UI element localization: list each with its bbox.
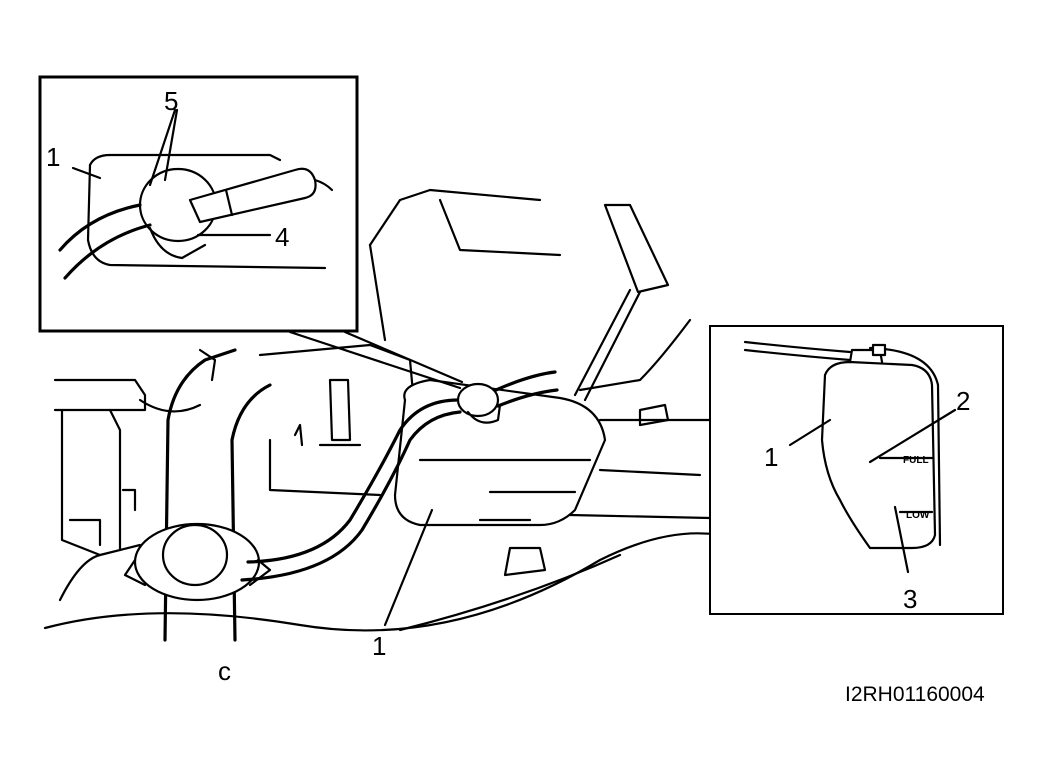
leader-line — [383, 508, 434, 627]
callout-3: 3 — [903, 584, 917, 614]
radiator-cap — [133, 522, 261, 602]
detail-levels-labels: FULL LOW 1 2 3 — [764, 386, 970, 614]
engine-bay-drawing — [43, 188, 742, 642]
main-view-callouts: 1 c — [218, 508, 434, 686]
detail-hose-callouts: 1 4 5 — [46, 86, 289, 252]
callout-1-main: 1 — [372, 631, 386, 661]
callout-1-detail-levels: 1 — [764, 442, 778, 472]
low-mark: LOW — [906, 510, 930, 521]
stray-mark: c — [218, 656, 231, 686]
detail-reservoir-levels — [709, 325, 1004, 615]
reservoir-tank — [393, 378, 607, 527]
detail-hose-connection — [38, 75, 359, 333]
callout-4: 4 — [275, 222, 289, 252]
full-mark: FULL — [903, 455, 929, 466]
callout-2: 2 — [956, 386, 970, 416]
callout-1-detail-hose: 1 — [46, 142, 60, 172]
callout-5: 5 — [164, 86, 178, 116]
figure-id: I2RH01160004 — [845, 683, 985, 706]
